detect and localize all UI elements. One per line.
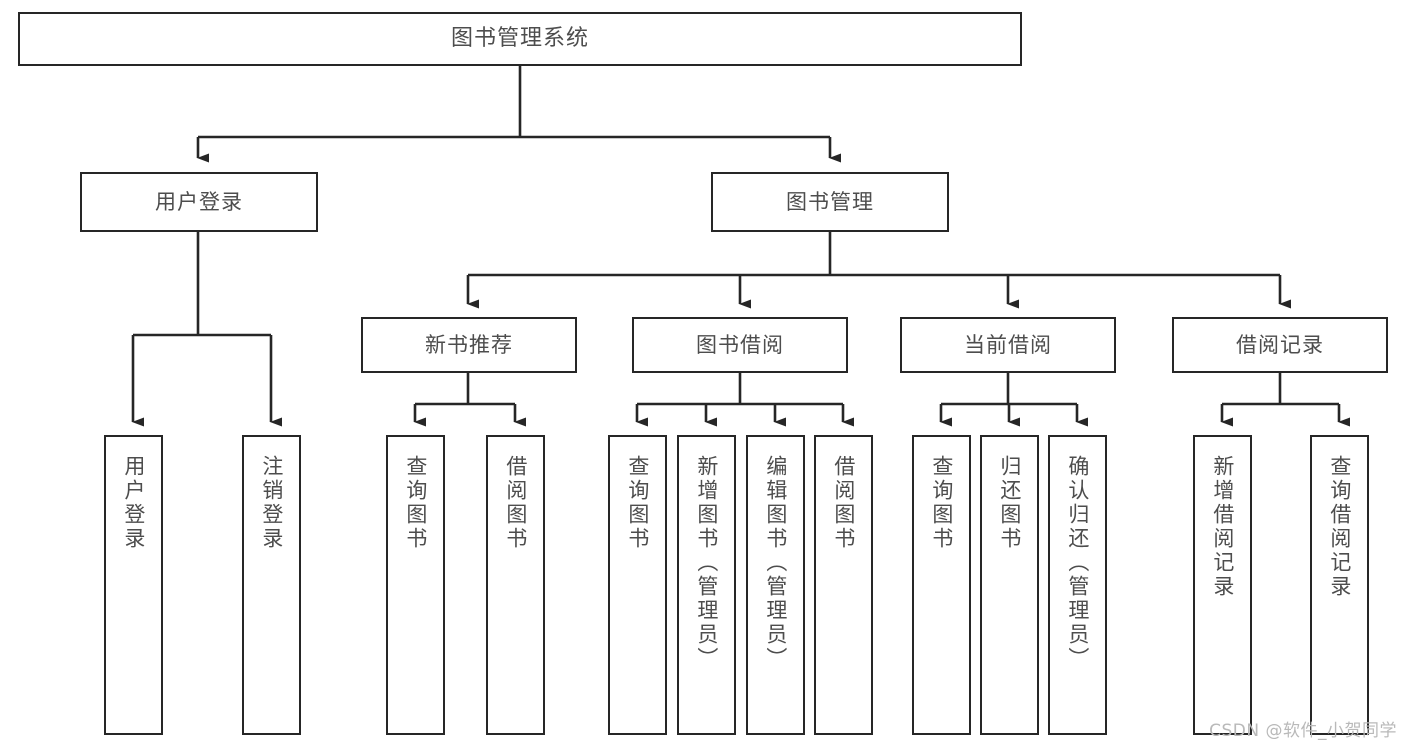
leaf-borrow-borrow-books[interactable]: 借阅图书 [814,435,873,735]
node-label: 图书借阅 [696,332,784,357]
node-current-borrow[interactable]: 当前借阅 [900,317,1116,373]
leaf-borrow-add-book-admin[interactable]: 新增图书（管理员） [677,435,736,735]
node-label: 新增借阅记录 [1210,455,1235,599]
node-new-book-recommend[interactable]: 新书推荐 [361,317,577,373]
node-label: 用户登录 [121,455,146,551]
node-label: 图书管理系统 [450,26,589,52]
node-label: 编辑图书（管理员） [763,455,788,671]
leaf-new-book-query-books[interactable]: 查询图书 [386,435,445,735]
leaf-current-return-books[interactable]: 归还图书 [980,435,1039,735]
node-label: 新增图书（管理员） [694,455,719,671]
node-root-book-management-system[interactable]: 图书管理系统 [18,12,1022,66]
leaf-current-confirm-return-admin[interactable]: 确认归还（管理员） [1048,435,1107,735]
csdn-watermark: CSDN @软件_小贺同学 [1209,721,1397,741]
leaf-new-book-borrow-books[interactable]: 借阅图书 [486,435,545,735]
node-label: 确认归还（管理员） [1065,455,1090,671]
leaf-record-query-borrow-record[interactable]: 查询借阅记录 [1310,435,1369,735]
node-label: 归还图书 [997,455,1022,551]
node-user-login[interactable]: 用户登录 [80,172,318,232]
node-label: 新书推荐 [425,332,513,357]
node-label: 注销登录 [259,455,284,551]
node-label: 查询图书 [929,455,954,551]
leaf-user-login-sign-out[interactable]: 注销登录 [242,435,301,735]
node-book-management[interactable]: 图书管理 [711,172,949,232]
leaf-borrow-query-books[interactable]: 查询图书 [608,435,667,735]
node-label: 当前借阅 [964,332,1052,357]
node-label: 图书管理 [786,189,874,214]
node-book-borrow[interactable]: 图书借阅 [632,317,848,373]
node-label: 查询图书 [625,455,650,551]
node-label: 查询图书 [403,455,428,551]
node-label: 借阅图书 [503,455,528,551]
node-label: 借阅记录 [1236,332,1324,357]
leaf-borrow-edit-book-admin[interactable]: 编辑图书（管理员） [746,435,805,735]
node-borrow-record[interactable]: 借阅记录 [1172,317,1388,373]
leaf-user-login-sign-in[interactable]: 用户登录 [104,435,163,735]
node-label: 查询借阅记录 [1327,455,1352,599]
leaf-current-query-books[interactable]: 查询图书 [912,435,971,735]
leaf-record-add-borrow-record[interactable]: 新增借阅记录 [1193,435,1252,735]
node-label: 用户登录 [155,189,243,214]
node-label: 借阅图书 [831,455,856,551]
